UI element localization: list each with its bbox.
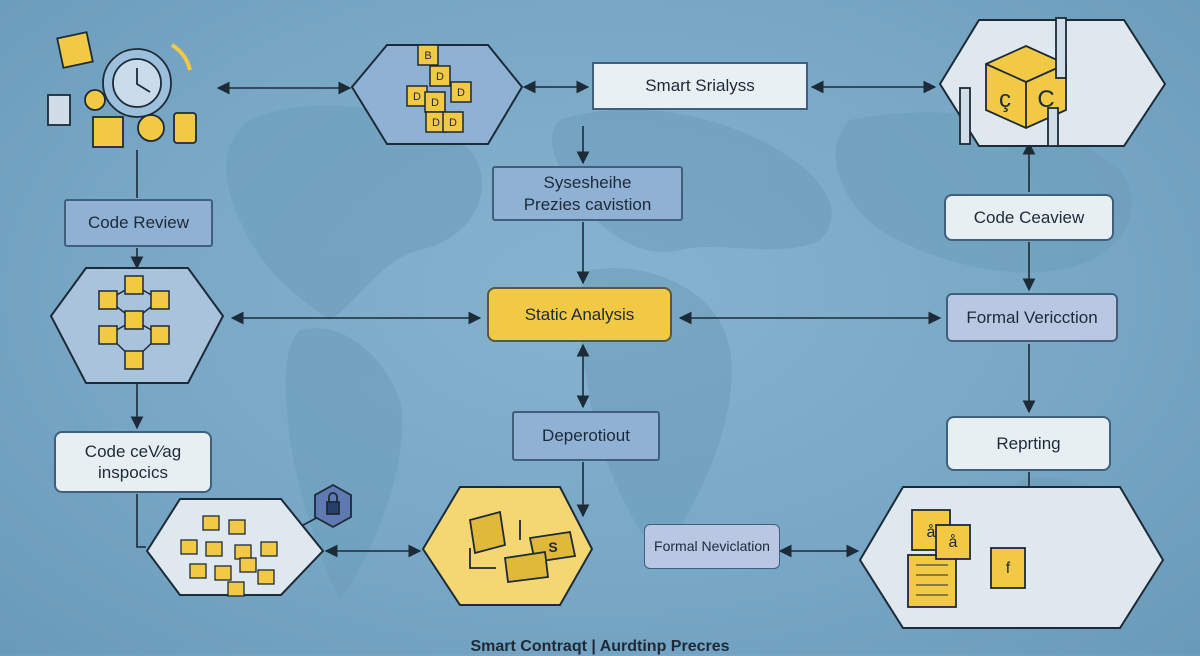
network-graph-icon: [98, 275, 170, 370]
tile-letter: D: [457, 87, 465, 99]
node-label: Smart Srialyss: [645, 76, 755, 96]
stack-letters: åå f: [927, 523, 1011, 577]
tile-letter: å: [949, 533, 958, 551]
cube: [429, 65, 451, 87]
node-label: Code Review: [87, 213, 190, 233]
coin-cube-icon: [56, 31, 94, 69]
hex-gold-circuit: [421, 486, 594, 606]
bracket-icon: [959, 87, 971, 145]
tile-letter: ç: [999, 86, 1011, 113]
chip-icon: [47, 94, 71, 126]
node-formal-vericction[interactable]: Formal Vericction: [946, 293, 1118, 342]
node-code-review[interactable]: Code Review: [64, 199, 213, 247]
tile-letter: f: [1006, 560, 1011, 577]
clock-hands: [136, 68, 151, 93]
node-code-ceaview[interactable]: Code Ceaview: [944, 194, 1114, 241]
lock-hex-icon: [314, 483, 352, 529]
contract-cube-icon: [959, 17, 1067, 147]
cube: [417, 44, 439, 66]
node-label: Sysesheihe Prezies cavistion: [523, 173, 652, 214]
dollar-coin-icon: [137, 114, 165, 142]
cube: [450, 81, 472, 103]
tile-letter: D: [431, 97, 439, 109]
cube-stack-icon: [406, 44, 472, 133]
node-sysesheihe[interactable]: Sysesheihe Prezies cavistion: [492, 166, 683, 221]
tile-letter: B: [424, 50, 431, 62]
node-formal-neviclation[interactable]: Formal Neviclation: [644, 524, 780, 569]
node-code-cevag[interactable]: Code ceV⁄ag inspocics: [54, 431, 212, 493]
tile-letter: S: [548, 539, 557, 555]
tile-letter: D: [413, 91, 421, 103]
tile-letter: D: [432, 117, 440, 129]
tile-letter: D: [449, 117, 457, 129]
bitcoin-cube-icon: [92, 116, 124, 148]
node-label: Static Analysis: [524, 304, 635, 324]
tile-letter: D: [436, 71, 444, 83]
node-label: Formal Vericction: [966, 307, 1098, 327]
tile-letter: C: [1037, 86, 1054, 113]
node-static-analysis[interactable]: Static Analysis: [487, 287, 672, 342]
node-label: Formal Neviclation: [654, 537, 770, 554]
node-label: Code Ceaview: [973, 207, 1085, 227]
coin-icon: [84, 89, 106, 111]
node-reprting[interactable]: Reprting: [946, 416, 1111, 471]
connectors: [130, 80, 1036, 558]
node-label: Reprting: [996, 433, 1061, 453]
building-stack-icon: [907, 509, 1026, 608]
node-label: Code ceV⁄ag inspocics: [84, 441, 182, 482]
node-grid-icon: [180, 515, 278, 597]
connector: [136, 494, 146, 548]
gold-tile-letter: S: [548, 539, 557, 555]
node-label: Deperotiout: [542, 426, 630, 446]
bracket-icon: [1055, 17, 1067, 79]
bracket-icon: [1047, 107, 1059, 147]
node-smart-srialyss[interactable]: Smart Srialyss: [592, 62, 808, 110]
node-deperotiout[interactable]: Deperotiout: [512, 411, 660, 461]
tile-letter: å: [927, 523, 936, 541]
diagram-caption: Smart Contraqt | Aurdtinp Precres: [470, 638, 730, 655]
arrow-cycle-icon: [170, 43, 192, 71]
lock-icon: [173, 112, 197, 144]
cube: [442, 111, 464, 133]
crypto-icon-cluster: [47, 31, 197, 148]
circuit-tile-icon: [468, 510, 577, 584]
